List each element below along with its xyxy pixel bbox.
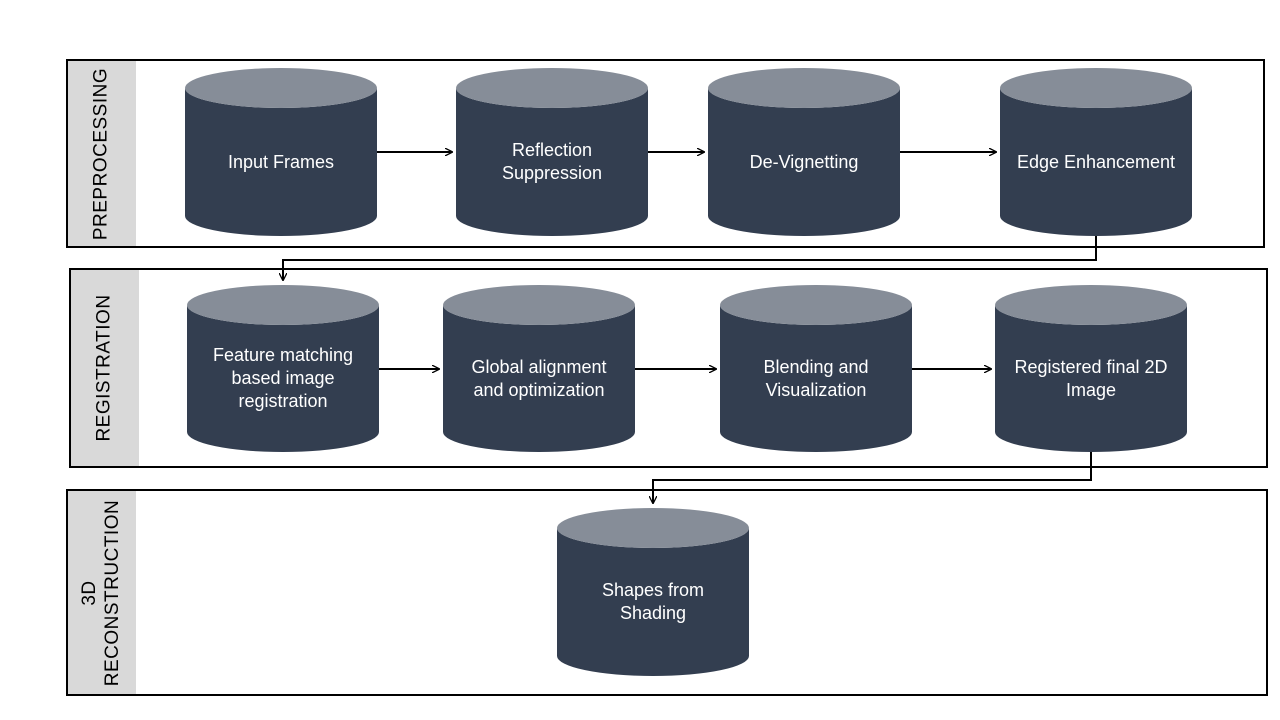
step-label: Shapes from Shading <box>601 580 705 623</box>
cylinder-body <box>185 88 377 236</box>
arrow-registered-to-shading <box>653 452 1092 503</box>
step-reflection-suppression: Reflection Suppression <box>456 68 648 236</box>
cylinder-body <box>1000 88 1192 236</box>
step-label: Feature matching based image registratio… <box>212 345 354 411</box>
cylinder-shape <box>720 285 912 452</box>
cylinder-body <box>995 305 1187 452</box>
step-label: Global alignment and optimization <box>471 356 607 400</box>
arrow-edge-to-feature-matching <box>283 236 1097 280</box>
step-edge-enhancement: Edge Enhancement <box>1000 68 1192 236</box>
cylinder-body <box>720 305 912 452</box>
cylinder-body <box>187 305 379 452</box>
cylinder-body <box>557 528 749 676</box>
cylinder-shape <box>1000 68 1192 236</box>
step-label: Reflection Suppression <box>501 140 603 183</box>
cylinder-shape <box>187 285 379 452</box>
step-blending-visualization: Blending and Visualization <box>720 285 912 452</box>
cylinder-top <box>995 285 1187 325</box>
cylinder-top <box>1000 68 1192 108</box>
cylinder-body <box>708 88 900 236</box>
cylinder-shape <box>557 508 749 676</box>
step-label: Edge Enhancement <box>1016 151 1176 172</box>
section-label-band: 3D RECONSTRUCTION <box>68 491 136 694</box>
step-label: De-Vignetting <box>749 151 859 172</box>
step-de-vignetting: De-Vignetting <box>708 68 900 236</box>
cylinder-top <box>557 508 749 548</box>
section-label-band: PREPROCESSING <box>68 61 136 246</box>
cylinder-top <box>456 68 648 108</box>
step-label: Registered final 2D Image <box>1014 356 1168 400</box>
step-input-frames: Input Frames <box>185 68 377 236</box>
cylinder-body <box>456 88 648 236</box>
cylinder-shape <box>443 285 635 452</box>
step-shapes-from-shading: Shapes from Shading <box>557 508 749 676</box>
cylinder-shape <box>456 68 648 236</box>
section-label-band: REGISTRATION <box>71 270 139 466</box>
cylinder-body <box>443 305 635 452</box>
cylinder-top <box>443 285 635 325</box>
step-label: Blending and Visualization <box>763 356 869 400</box>
cylinder-top <box>720 285 912 325</box>
step-registered-final-image: Registered final 2D Image <box>995 285 1187 452</box>
step-feature-matching: Feature matching based image registratio… <box>187 285 379 452</box>
cylinder-shape <box>995 285 1187 452</box>
cylinder-shape <box>185 68 377 236</box>
step-global-alignment: Global alignment and optimization <box>443 285 635 452</box>
cylinder-top <box>708 68 900 108</box>
step-label: Input Frames <box>227 151 335 172</box>
cylinder-shape <box>708 68 900 236</box>
cylinder-top <box>185 68 377 108</box>
cylinder-top <box>187 285 379 325</box>
